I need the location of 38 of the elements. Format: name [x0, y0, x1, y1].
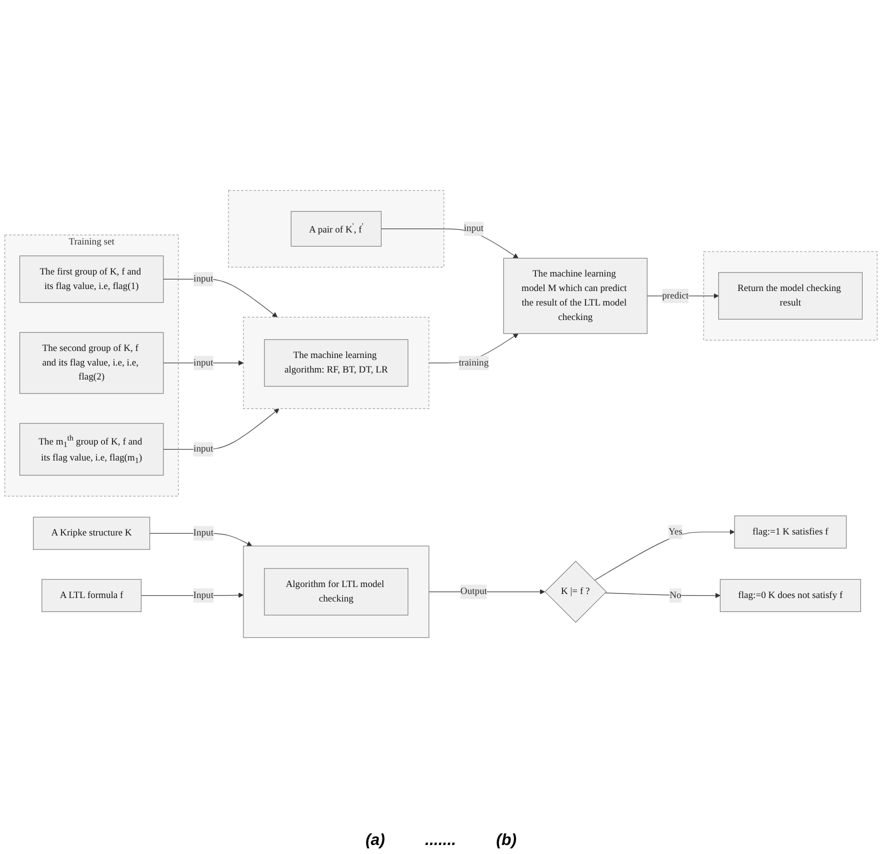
node-box: flag:=0 K does not satisfy f — [720, 579, 861, 612]
node-box: The m$_{1}$$^{th}$ group of K, f and its flag value, i.e, flag(m$_{1}$) — [19, 423, 164, 476]
node-diamond: K |= f ? — [544, 560, 607, 623]
caption-label: (b) — [496, 832, 517, 850]
node-box: Return the model checking result — [718, 272, 863, 320]
cluster — [243, 316, 430, 410]
node-box: A pair of K$^{'}$, f$^{'}$ — [290, 211, 382, 247]
edge-label: training — [458, 358, 489, 368]
node-box: The machine learning algorithm: RF, BT, DT, LR — [264, 339, 408, 387]
node-box: The second group of K, f and its flag value, i.e, i.e, flag(2) — [19, 332, 164, 394]
caption-label: ....... — [425, 832, 456, 850]
edge-label: Output — [460, 586, 488, 597]
node-box: flag:=1 K satisfies f — [734, 516, 847, 548]
caption-label: (a) — [365, 832, 385, 850]
edge-label: input — [194, 358, 214, 368]
arrow — [604, 592, 720, 598]
arrow — [140, 592, 244, 598]
arrow — [163, 408, 280, 450]
edge-label: input — [194, 274, 214, 284]
node-box: A Kripke structure K — [33, 516, 150, 550]
arrow — [380, 228, 518, 258]
arrow — [594, 529, 735, 581]
edge-label: Input — [193, 528, 214, 538]
node-box: The first group of K, f and its flag value, i.e, flag(1) — [19, 256, 164, 303]
arrow — [149, 533, 252, 546]
node-box: A LTL formula f — [42, 579, 142, 612]
edge-label: input — [464, 223, 484, 234]
node-box: Algorithm for LTL model checking — [264, 568, 408, 616]
node-box: The machine learning model M which can predict the result of the LTL model checking — [503, 258, 648, 334]
arrow — [163, 278, 278, 318]
edge-label: input — [194, 444, 214, 454]
cluster — [243, 546, 430, 638]
cluster — [703, 251, 878, 340]
edge-label: No — [670, 590, 682, 600]
edge-label: Yes — [668, 526, 682, 537]
edge-label: Input — [193, 590, 214, 600]
cluster — [228, 190, 444, 268]
edge-label: predict — [662, 290, 689, 301]
